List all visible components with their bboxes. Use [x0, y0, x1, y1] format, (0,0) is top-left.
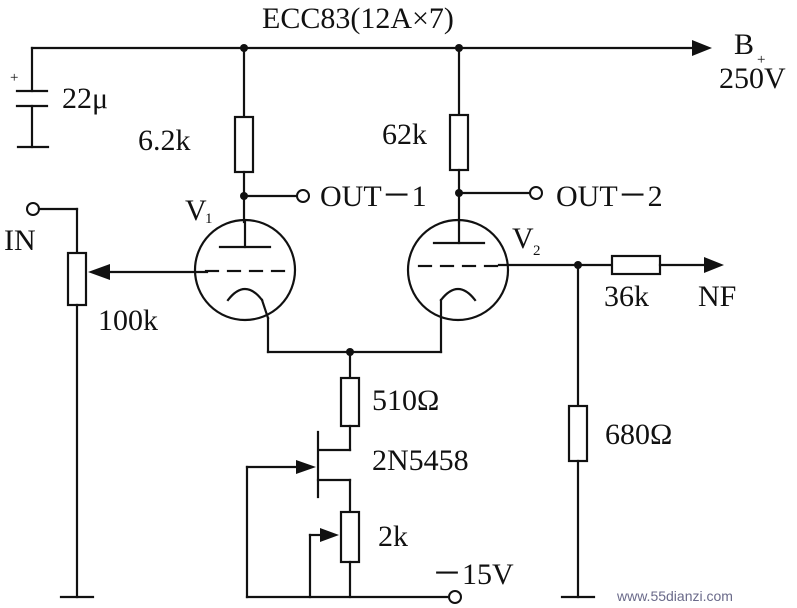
- v2-plate-resistor: [448, 46, 543, 224]
- nf-label: NF: [698, 280, 736, 313]
- capacitor-label: 22μ: [62, 82, 108, 115]
- decoupling-capacitor: +: [10, 46, 50, 149]
- cathode-tail: [266, 316, 443, 452]
- input-potentiometer: [26, 202, 209, 599]
- tail-resistor-label: 510Ω: [372, 384, 439, 417]
- jfet-current-source: [245, 430, 462, 604]
- supply-subscript: +: [757, 52, 765, 68]
- out2-label: OUT－2: [556, 180, 663, 213]
- supply-voltage: 250V: [719, 62, 786, 95]
- v2-subscript: 2: [533, 243, 541, 259]
- v1-plate-resistor: [233, 46, 310, 224]
- nf-shunt-resistor-label: 680Ω: [605, 418, 672, 451]
- supply-name: B: [734, 28, 754, 61]
- pot-in-label: 100k: [98, 304, 158, 337]
- v1-letter: V: [185, 194, 207, 227]
- out1-label: OUT－1: [320, 180, 427, 213]
- source-pot-label: 2k: [378, 520, 408, 553]
- capacitor-plus-sign: +: [10, 70, 18, 86]
- v1-plate-resistor-label: 6.2k: [138, 124, 191, 157]
- negative-supply-label: －15V: [432, 558, 514, 591]
- nf-series-resistor-label: 36k: [604, 280, 649, 313]
- jfet-label: 2N5458: [372, 444, 469, 477]
- circuit-title: ECC83(12A×7): [262, 2, 454, 35]
- tube-v2: [406, 218, 510, 354]
- watermark: www.55dianzi.com: [616, 588, 733, 604]
- input-label: IN: [4, 224, 36, 257]
- v2-plate-resistor-label: 62k: [382, 118, 427, 151]
- v2-letter: V: [512, 222, 534, 255]
- b-plus-rail: [30, 40, 712, 56]
- tube-v1: [193, 218, 297, 322]
- nf-feedback-network: [497, 254, 724, 599]
- v1-subscript: 1: [205, 211, 213, 227]
